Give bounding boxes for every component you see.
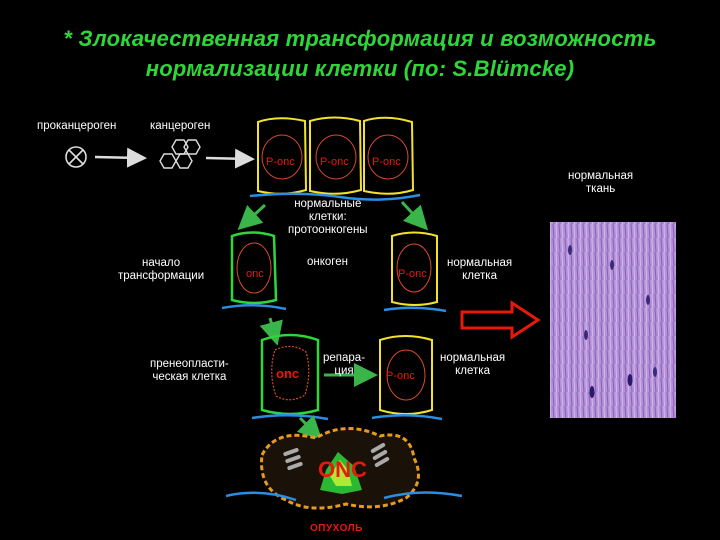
transformation-start-label: начало трансформации: [118, 257, 205, 282]
cell-label-ponc-5: P-onc: [386, 370, 415, 382]
cell-label-ponc-2: P-onc: [320, 156, 349, 168]
normal-cells-label: нормальные клетки: протоонкогены: [288, 198, 368, 236]
cell-label-onc-preneoplastic: onc: [276, 366, 300, 381]
carcinogen-label: канцероген: [150, 120, 211, 132]
normal-cells-top-row: [249, 116, 421, 201]
carcinogen-hexagon-icon: [159, 139, 201, 169]
cell-label-onc-small: onc: [246, 268, 264, 280]
title-line-1: * Злокачественная трансформация и возмож…: [63, 26, 657, 51]
cell-label-ponc-1: P-onc: [266, 156, 295, 168]
arrow-to-carcinogen: [94, 147, 147, 168]
cell-label-ponc-3: P-onc: [372, 156, 401, 168]
arrow-to-cells: [205, 148, 255, 169]
normal-cell-label-2: нормальная клетка: [440, 352, 506, 377]
normal-cell-ponc: [383, 231, 447, 313]
big-red-arrow: [460, 300, 541, 340]
procarcinogen-label: проканцероген: [37, 120, 117, 132]
histology-image: [550, 222, 676, 418]
tumor-label: ОПУХОЛЬ: [310, 523, 363, 534]
title-line-2: нормализации клетки (по: S.Blümcke): [145, 56, 575, 81]
procarcinogen-icon: [65, 146, 87, 168]
arrow-to-normal-cell: [400, 200, 429, 231]
preneoplastic-label: пренеопласти- ческая клетка: [150, 358, 229, 383]
oncogene-label: онкоген: [307, 256, 348, 268]
cell-label-ponc-4: P-onc: [398, 268, 427, 280]
normal-tissue-label: нормальная ткань: [568, 170, 634, 195]
cell-label-onc-tumor: ONC: [318, 457, 367, 482]
repaired-normal-cell: [371, 335, 443, 421]
reparation-label: репара- ция: [323, 352, 366, 377]
tumor-mass: [225, 426, 463, 510]
arrow-to-tumor: [296, 414, 323, 441]
normal-cell-label-1: нормальная клетка: [447, 257, 513, 282]
transforming-cell: [221, 231, 287, 311]
arrow-to-transformation: [237, 203, 267, 231]
